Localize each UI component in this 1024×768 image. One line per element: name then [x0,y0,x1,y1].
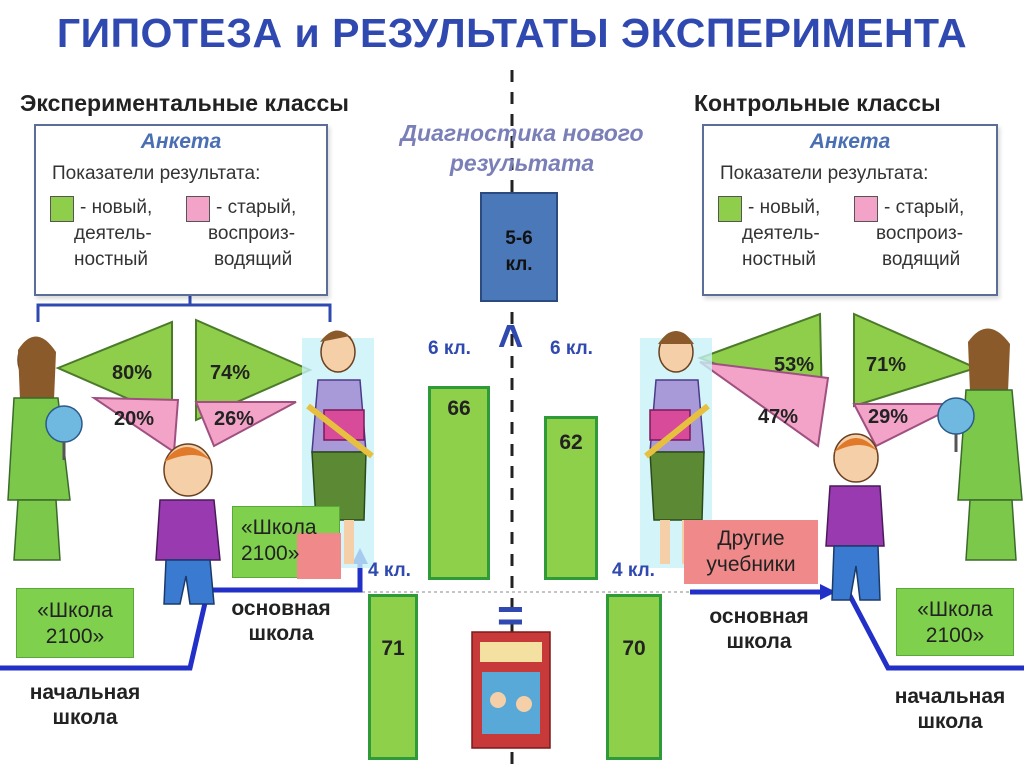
bar-value: 62 [559,431,583,454]
right-primary-line1: «Школа [917,598,993,621]
new-swatch [50,196,74,222]
page-title: ГИПОТЕЗА и РЕЗУЛЬТАТЫ ЭКСПЕРИМЕНТА [56,10,968,56]
left-primary-line2: 2100» [45,625,105,648]
basic-school-line2: школа [248,622,314,645]
bar-right-grade4: 70 [606,594,662,760]
left-new-pct-b: 74% [210,362,251,384]
left-grade-4-label: 4 кл. [368,560,411,581]
teacher-right-illustration [937,328,1023,561]
right-percent-shapes [697,312,979,448]
new-swatch [718,196,742,222]
left-program-line1: «Школа [241,516,317,539]
left-program-box: «Школа 2100» [232,506,341,579]
left-primary-program-box: «Школа 2100» [16,588,134,658]
basic-school-line1: основная [231,597,331,620]
primary-school-line1: начальная [29,681,141,704]
survey-subtitle: Показатели результата: [52,163,261,184]
right-new-pct-b: 71% [866,354,907,376]
grade-box-line2: кл. [505,254,533,275]
left-percent-shapes [55,318,313,454]
left-old-pct-a: 20% [114,408,155,430]
bar-value: 71 [381,637,405,660]
left-heading: Экспериментальные классы [20,90,349,116]
new-line1: - новый, [748,197,821,218]
bar-value: 66 [447,397,471,420]
bar-value: 70 [622,637,646,660]
new-line3: ностный [742,249,817,270]
left-new-pct-a: 80% [112,362,153,384]
right-primary-program-box: «Школа 2100» [896,588,1014,656]
right-grade-4-label: 4 кл. [612,560,655,581]
left-program-line2: 2100» [241,542,300,565]
survey-title: Анкета [809,130,891,153]
right-primary-line2: 2100» [925,624,985,647]
right-program-box: Другие учебники [684,520,818,584]
right-stairs [690,589,1024,671]
old-line1: - старый, [216,197,297,218]
new-line2: деятель- [74,223,152,244]
old-line2: воспроиз- [876,223,964,244]
textbook-illustration [471,631,551,749]
old-swatch [854,196,878,222]
new-line3: ностный [74,249,149,270]
greater-sign: > [485,323,535,349]
right-old-pct-b: 29% [868,406,909,428]
right-basic-school-label: основная школа [692,604,826,654]
equal-sign: = [497,589,524,641]
basic-school-line2: школа [726,630,792,653]
bar-right-grade6: 62 [544,416,598,580]
bar-left-grade6: 66 [428,386,490,580]
new-line2: деятель- [742,223,820,244]
diagnostics-line1: Диагностика нового [400,120,644,146]
grade-box-line1: 5-6 [505,228,533,249]
boy-left-illustration [155,443,221,605]
left-primary-school-label: начальная школа [10,680,160,730]
diagnostics-line2: результата [449,150,595,176]
right-old-pct-a: 47% [758,406,799,428]
right-program-line2: учебники [706,553,796,576]
left-old-pct-b: 26% [214,408,255,430]
primary-school-line1: начальная [894,685,1006,708]
new-line1: - новый, [80,197,153,218]
left-primary-line1: «Школа [37,599,113,622]
bar-left-grade4: 71 [368,594,418,760]
survey-card-left: Анкета Показатели результата: - новый, д… [34,124,328,296]
primary-school-line2: школа [52,706,118,729]
survey-title: Анкета [140,130,222,153]
old-line3: водящий [214,249,293,270]
old-swatch [186,196,210,222]
left-basic-school-label: основная школа [214,596,348,646]
survey-subtitle: Показатели результата: [720,163,929,184]
left-program-box-overlay [297,533,341,579]
survey-card-right: Анкета Показатели результата: - новый, д… [702,124,998,296]
right-program-line1: Другие [717,527,785,550]
boy-right-illustration [825,433,885,601]
teacher-center-left-illustration [306,330,374,564]
basic-school-line1: основная [709,605,809,628]
old-line2: воспроиз- [208,223,296,244]
old-line1: - старый, [884,197,965,218]
diagnostics-label: Диагностика нового результата [362,118,682,178]
right-grade-6-label: 6 кл. [550,338,593,359]
right-heading: Контрольные классы [694,90,941,116]
right-primary-school-label: начальная школа [880,684,1020,734]
teacher-left-illustration [7,336,83,561]
left-grade-6-label: 6 кл. [428,338,471,359]
primary-school-line2: школа [917,710,983,733]
old-line3: водящий [882,249,961,270]
right-new-pct-a: 53% [774,354,815,376]
grade-5-6-box: 5-6 кл. [480,192,558,302]
